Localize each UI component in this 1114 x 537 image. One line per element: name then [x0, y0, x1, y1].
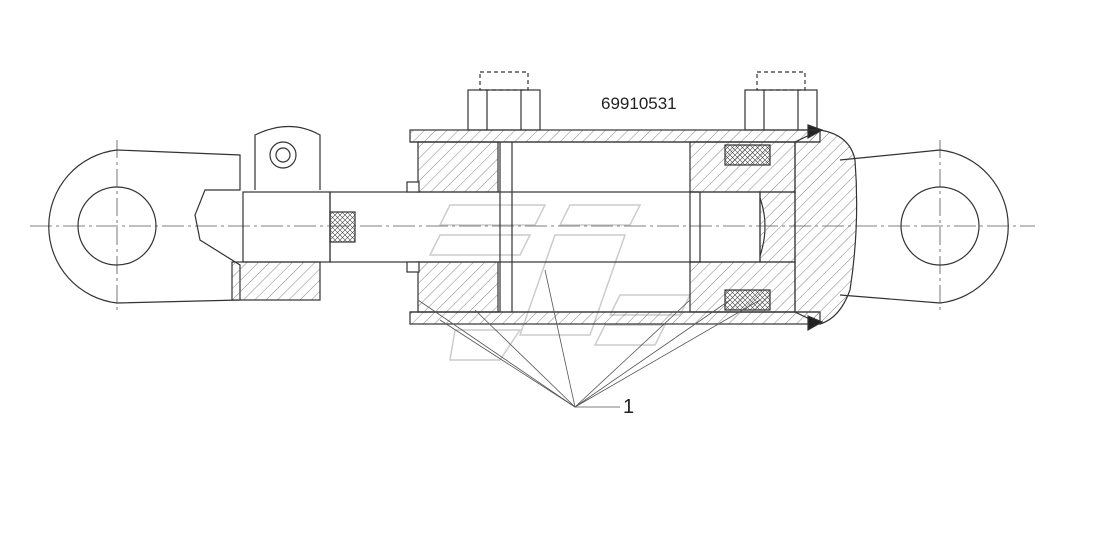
callout-label-1: 1: [623, 396, 635, 418]
grease-fitting: [254, 126, 321, 190]
hydraulic-port-left: [467, 71, 541, 131]
right-end-cap: [794, 124, 1009, 332]
gland: [406, 141, 513, 313]
left-rod-eye: [48, 149, 321, 304]
part-number-label: 69910531: [601, 94, 677, 113]
piston-rod: [242, 191, 766, 263]
callout-leader-lines: [417, 269, 761, 408]
piston: [689, 141, 796, 313]
hydraulic-port-right: [744, 71, 818, 131]
